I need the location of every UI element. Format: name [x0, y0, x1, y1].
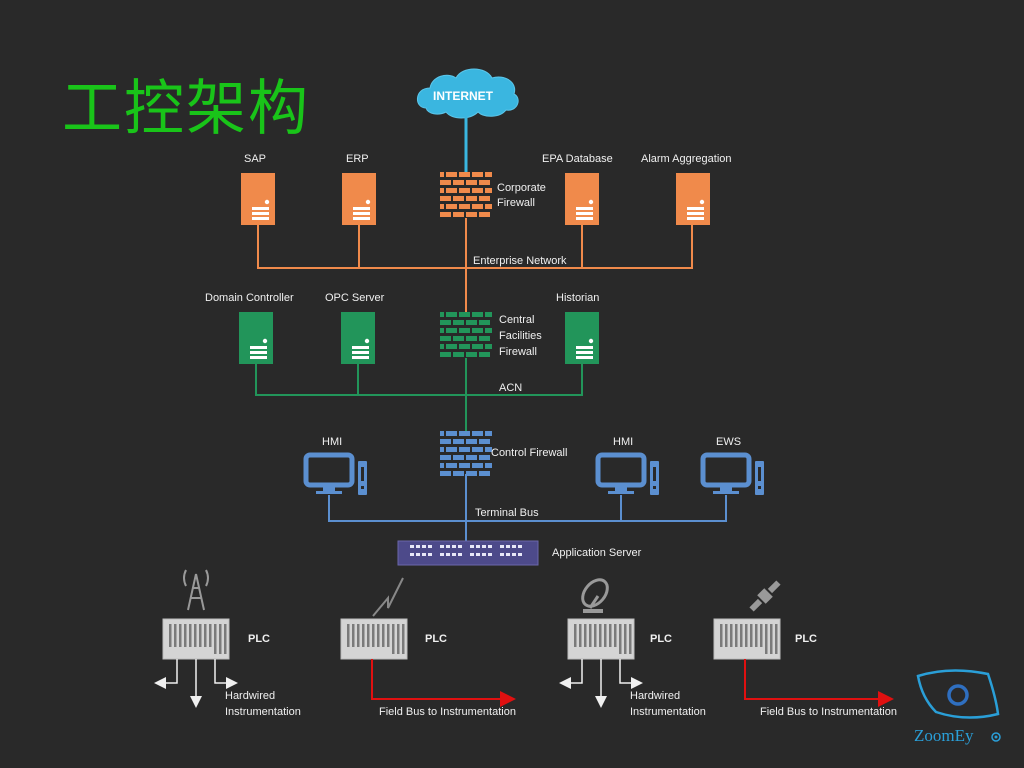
zoomeye-logo-icon [916, 669, 1001, 742]
hmi-workstation-icon-1 [303, 452, 367, 495]
corporate-firewall-icon [440, 172, 492, 217]
server-icon-opc-server [341, 312, 375, 364]
server-label-opc-server: OPC Server [325, 292, 385, 304]
corporate-firewall-label-1: Corporate [497, 182, 546, 194]
internet-cloud-icon [417, 68, 519, 119]
workstation-label-hmi-1: HMI [322, 436, 343, 448]
application-server-icon [397, 540, 539, 566]
enterprise-network-label: Enterprise Network [473, 255, 567, 267]
hmi-workstation-icon-2 [595, 452, 659, 495]
enterprise-network-bus [257, 218, 693, 312]
plc1-output-label-2: Instrumentation [225, 706, 301, 718]
server-icon-sap [241, 173, 275, 225]
plc4-output-label: Field Bus to Instrumentation [760, 706, 897, 718]
terminal-bus-label: Terminal Bus [475, 507, 539, 519]
server-label-alarm-aggregation: Alarm Aggregation [641, 153, 732, 165]
plc-label-1: PLC [248, 633, 270, 645]
plc2-output-label: Field Bus to Instrumentation [379, 706, 516, 718]
plc3-output-label-2: Instrumentation [630, 706, 706, 718]
workstation-label-ews: EWS [716, 436, 742, 448]
server-icon-erp [342, 173, 376, 225]
hardwired-arrows-1 [154, 659, 238, 708]
control-firewall-label: Control Firewall [491, 447, 568, 459]
field-bus-arrow-2 [744, 659, 894, 707]
radio-tower-icon [183, 569, 209, 611]
plc-icon-2 [340, 618, 408, 660]
wireless-link-icon [372, 577, 404, 617]
server-label-epa-database: EPA Database [542, 153, 613, 165]
server-label-historian: Historian [556, 292, 600, 304]
hardwired-arrows-2 [559, 659, 643, 708]
acn-label: ACN [499, 382, 523, 394]
server-icon-domain-controller [239, 312, 273, 364]
server-icon-historian [565, 312, 599, 364]
server-label-sap: SAP [244, 153, 267, 165]
zoomeye-logo-text: ZoomEy [914, 726, 974, 745]
server-label-domain-controller: Domain Controller [205, 292, 294, 304]
plc-icon-1 [162, 618, 230, 660]
plc-icon-4 [713, 618, 781, 660]
ews-workstation-icon [700, 452, 764, 495]
facilities-firewall-label-3: Firewall [499, 346, 537, 358]
terminal-bus [328, 474, 727, 541]
acn-bus [255, 358, 583, 432]
page-title: 工控架构 [62, 74, 310, 144]
facilities-firewall-label-2: Facilities [499, 330, 542, 342]
plc-icon-3 [567, 618, 635, 660]
server-label-erp: ERP [346, 153, 369, 165]
control-firewall-icon [440, 431, 492, 476]
server-icon-alarm-aggregation [676, 173, 710, 225]
internet-label: INTERNET [433, 89, 493, 103]
application-server-label: Application Server [552, 547, 642, 559]
corporate-firewall-label-2: Firewall [497, 197, 535, 209]
plc-label-2: PLC [425, 633, 447, 645]
plc3-output-label-1: Hardwired [630, 690, 681, 702]
plc1-output-label-1: Hardwired [225, 690, 276, 702]
server-icon-epa-database [565, 173, 599, 225]
plc-label-3: PLC [650, 633, 672, 645]
satellite-dish-icon [581, 578, 609, 613]
field-bus-arrow-1 [371, 659, 516, 707]
satellite-icon [749, 580, 781, 612]
workstation-label-hmi-2: HMI [613, 436, 634, 448]
facilities-firewall-label-1: Central [499, 314, 535, 326]
plc-label-4: PLC [795, 633, 817, 645]
facilities-firewall-icon [440, 312, 492, 357]
